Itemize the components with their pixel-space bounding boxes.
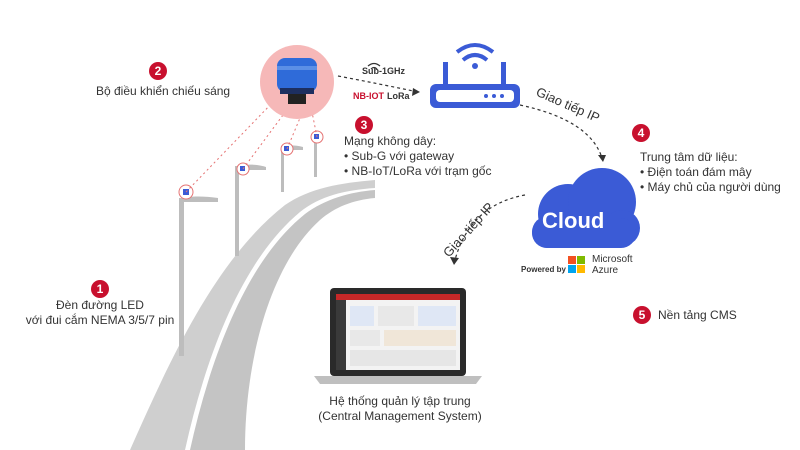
- flow-arrows: [337, 75, 603, 261]
- lighting-controller-icon: [260, 45, 334, 119]
- led-streetlight-label: Đèn đường LED với đui cắm NEMA 3/5/7 pin: [25, 298, 175, 327]
- arrow-heads: [412, 88, 606, 265]
- lora-label: LoRa: [387, 91, 410, 101]
- router-icon: [430, 43, 520, 108]
- badge-1: 1: [91, 280, 109, 298]
- subg-label: Sub-1GHz: [362, 66, 406, 76]
- wireless-network-label: Mạng không dây: • Sub-G với gateway • NB…: [344, 134, 492, 178]
- badge-4: 4: [632, 124, 650, 142]
- data-center-label: Trung tâm dữ liệu: • Điện toán đám mây •…: [640, 150, 781, 194]
- powered-by-label: Powered by: [521, 265, 566, 274]
- wifi-icon: [367, 62, 381, 70]
- cms-caption: Hệ thống quản lý tập trung (Central Mana…: [318, 394, 482, 423]
- cloud-label: Cloud: [542, 208, 605, 233]
- laptop-icon: [314, 288, 482, 384]
- controller-label: Bộ điều khiển chiếu sáng: [96, 84, 231, 98]
- road: [130, 180, 375, 450]
- cloud-icon: [532, 168, 640, 248]
- badge-2: 2: [149, 62, 167, 80]
- badge-5: 5: [633, 306, 651, 324]
- azure-label: Microsoft Azure: [592, 254, 633, 276]
- microsoft-logo-icon: [568, 256, 585, 273]
- radio-links: [185, 99, 318, 193]
- badge-3: 3: [355, 116, 373, 134]
- cms-platform-label: Nền tảng CMS: [658, 308, 737, 322]
- nbiot-label: NB-IOT: [353, 91, 384, 101]
